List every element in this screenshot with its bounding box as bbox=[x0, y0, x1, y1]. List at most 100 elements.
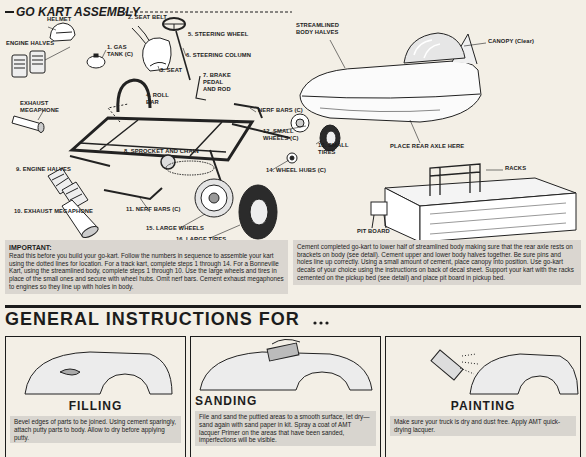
kart-frame-part bbox=[72, 118, 252, 160]
part-label: 1. GAS TANK (C) bbox=[107, 44, 137, 58]
sanding-fender-part bbox=[267, 343, 299, 361]
large-wheel-part bbox=[201, 185, 227, 211]
part-label: 12. SMALL WHEELS (C) bbox=[263, 128, 303, 142]
title-rule-part bbox=[120, 11, 292, 12]
nerf-bars-part bbox=[104, 188, 162, 199]
engine-halves bbox=[12, 51, 45, 77]
streamlined-body-part bbox=[302, 94, 480, 98]
canopy bbox=[404, 33, 486, 63]
pit-board-part bbox=[371, 202, 387, 215]
instruction-panel: SANDINGFile and sand the puttied areas t… bbox=[190, 336, 381, 457]
instruction-panel: PAINTING Make sure your truck is dry and … bbox=[385, 336, 581, 457]
steering-wheel-part bbox=[163, 24, 185, 30]
sprocket-chain-part bbox=[161, 155, 175, 169]
filling-fender bbox=[25, 352, 172, 394]
box-body: Bevel edges of parts to be joined. Using… bbox=[10, 416, 181, 443]
helmet-part bbox=[50, 23, 75, 41]
racks-part bbox=[430, 164, 480, 196]
racks bbox=[430, 164, 503, 196]
small-wheel-part bbox=[291, 114, 309, 132]
box-body: Make sure your truck is dry and dust fre… bbox=[390, 416, 576, 436]
large-tire-part bbox=[239, 185, 277, 239]
part-label: 7. BRAKE PEDAL AND ROD bbox=[203, 72, 237, 93]
leader-lines bbox=[38, 27, 322, 238]
seat-part bbox=[143, 38, 171, 71]
notice-box: IMPORTANT:Read this before you build you… bbox=[5, 240, 288, 294]
section-rule bbox=[5, 305, 581, 308]
filling-fender-part bbox=[60, 369, 80, 375]
wheel-hub-part bbox=[287, 153, 297, 163]
sprocket-chain-part bbox=[166, 161, 214, 175]
engine-halves-part bbox=[30, 51, 45, 73]
pit-board bbox=[371, 202, 387, 228]
part-label: PLACE REAR AXLE HERE bbox=[390, 143, 490, 150]
exhaust-megaphone-lower bbox=[62, 200, 100, 240]
kart-frame-part bbox=[80, 120, 226, 156]
painting-fender-part bbox=[460, 354, 478, 374]
sanding-fender bbox=[200, 339, 372, 390]
notice-box: Cement completed go-kart to lower half o… bbox=[293, 240, 581, 285]
part-label: NERF BARS (C) bbox=[258, 107, 318, 114]
helmet bbox=[50, 23, 75, 41]
painting-fender-part bbox=[431, 350, 463, 380]
part-label: 13. SMALL TIRES bbox=[318, 142, 352, 156]
box-heading: FILLING bbox=[10, 400, 181, 413]
leader-lines-part bbox=[38, 27, 322, 238]
heading-dots-part bbox=[325, 321, 328, 324]
part-label: 4. ROLL BAR bbox=[146, 92, 176, 106]
small-wheel bbox=[291, 114, 309, 132]
large-wheel bbox=[195, 179, 233, 217]
streamlined-body-part bbox=[330, 40, 345, 68]
nerf-bars-part bbox=[234, 104, 262, 118]
heading-dots-part bbox=[319, 321, 322, 324]
nerf-bars bbox=[104, 104, 262, 199]
section-rule-part bbox=[5, 305, 581, 308]
part-label: 6. STEERING COLUMN bbox=[186, 52, 266, 59]
streamlined-body bbox=[300, 34, 481, 122]
part-label: 14. WHEEL HUBS (C) bbox=[266, 167, 346, 174]
part-label: RACKS bbox=[505, 165, 545, 172]
seat-part bbox=[150, 62, 166, 66]
part-label: HELMET bbox=[47, 16, 87, 23]
large-wheel-part bbox=[195, 179, 233, 217]
streamlined-body-part bbox=[300, 61, 481, 122]
rear-axle-leader-part bbox=[410, 120, 420, 143]
exhaust-megaphone-part bbox=[12, 116, 42, 131]
kart-frame bbox=[70, 104, 290, 196]
sheet-title: GO KART ASSEMBLY bbox=[16, 5, 140, 19]
gas-tank-part bbox=[94, 54, 98, 57]
part-label: 10. EXHAUST MEGAPHONE bbox=[14, 208, 114, 215]
pickup-bed-part bbox=[385, 188, 420, 242]
pickup-bed-part bbox=[430, 203, 566, 234]
pickup-bed-part bbox=[420, 193, 576, 242]
part-label: 15. LARGE WHEELS bbox=[146, 225, 216, 232]
large-wheel-part bbox=[209, 193, 219, 203]
wheel-hub bbox=[287, 153, 297, 163]
section-heading: GENERAL INSTRUCTIONS FOR bbox=[5, 309, 300, 329]
heading-dots-part bbox=[313, 321, 316, 324]
part-label: 2. SEAT BELT bbox=[128, 14, 188, 21]
rear-axle-leader bbox=[410, 120, 420, 143]
canopy-part bbox=[414, 40, 440, 58]
part-label: STREAMLINED BODY HALVES bbox=[296, 22, 356, 36]
pit-board-part bbox=[372, 215, 386, 228]
painting-fender bbox=[431, 350, 578, 394]
box-body: Cement completed go-kart to lower half o… bbox=[297, 243, 577, 282]
box-heading: SANDING bbox=[195, 395, 376, 408]
sprocket-chain bbox=[161, 155, 214, 175]
part-label: 9. ENGINE HALVES bbox=[16, 166, 86, 173]
title-rule-part bbox=[5, 11, 14, 13]
filling-fender-part bbox=[25, 352, 172, 394]
small-wheel-part bbox=[296, 119, 304, 127]
part-label: 5. STEERING WHEEL bbox=[188, 31, 268, 38]
exhaust-megaphone-lower-part bbox=[80, 224, 100, 240]
painting-fender-part bbox=[470, 354, 578, 394]
box-heading: IMPORTANT: bbox=[9, 243, 284, 252]
box-heading: PAINTING bbox=[390, 400, 576, 413]
engine-halves-part bbox=[12, 55, 27, 77]
box-body: Read this before you build your go-kart.… bbox=[9, 252, 284, 291]
roll-bar-part bbox=[118, 80, 150, 112]
seat bbox=[143, 38, 171, 71]
